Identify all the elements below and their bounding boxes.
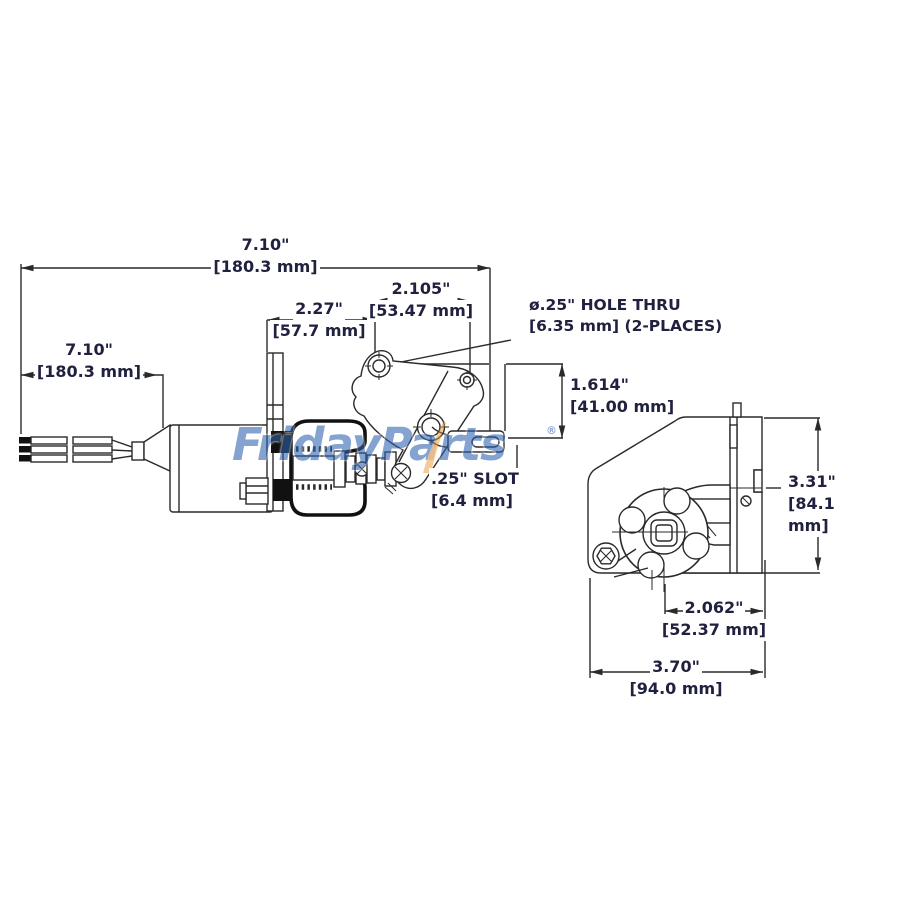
dim-knob-width: 2.062" [52.37 mm] [658,597,770,642]
spring-coils [296,446,332,490]
note-slot: .25" SLOT [6.4 mm] [429,468,529,513]
dim-end-width-in: 3.70" [650,656,702,679]
dim-hole-offset: 1.614" [41.00 mm] [568,374,678,419]
dim-hole-offset-mm: [41.00 mm] [568,396,677,419]
wire-boot-cone [143,423,171,473]
dim-hole-spacing-mm: [53.47 mm] [366,300,476,323]
dim-plate-to-hole: 2.27" [57.7 mm] [266,298,372,343]
note-slot-mm: [6.4 mm] [429,490,515,513]
dim-wire-length: 7.10" [180.3 mm] [30,339,148,384]
dim-plate-to-hole-in: 2.27" [293,298,345,321]
dim-end-height-mm: [84.1 mm] [786,493,881,538]
slotted-rod [429,426,505,453]
mounting-plate [239,352,293,512]
dim-top-width: 7.10" [180.3 mm] [198,234,333,279]
dim-knob-width-in: 2.062" [682,597,746,620]
note-hole-thru-line1: ø.25" HOLE THRU [527,295,683,317]
end-view-assembly [587,402,763,592]
dim-end-width: 3.70" [94.0 mm] [620,656,732,701]
dim-top-width-mm: [180.3 mm] [211,256,320,279]
note-hole-thru-line2: [6.35 mm] (2-PLACES) [527,316,725,338]
dim-end-height-in: 3.31" [786,471,838,494]
dim-wire-length-in: 7.10" [63,339,115,362]
dim-hole-spacing-in: 2.105" [389,278,453,301]
note-slot-in: .25" SLOT [429,468,521,491]
bellcrank-bracket [351,350,485,495]
dim-top-width-in: 7.10" [239,234,292,257]
note-hole-thru: ø.25" HOLE THRU [6.35 mm] (2-PLACES) [527,295,737,338]
dim-wire-length-mm: [180.3 mm] [34,361,144,384]
main-view-solenoid-assembly [19,350,505,517]
plunger-linkage [292,450,397,488]
dim-knob-width-mm: [52.37 mm] [659,619,769,642]
dim-end-height: 3.31" [84.1 mm] [786,471,881,538]
dim-end-width-mm: [94.0 mm] [627,678,725,701]
wire-leads [19,436,145,463]
dim-plate-to-hole-mm: [57.7 mm] [270,320,368,343]
hex-bolt-arm [592,542,649,578]
cross-knob [612,487,710,592]
dim-hole-spacing: 2.105" [53.47 mm] [366,278,476,323]
dim-hole-offset-in: 1.614" [568,374,631,397]
